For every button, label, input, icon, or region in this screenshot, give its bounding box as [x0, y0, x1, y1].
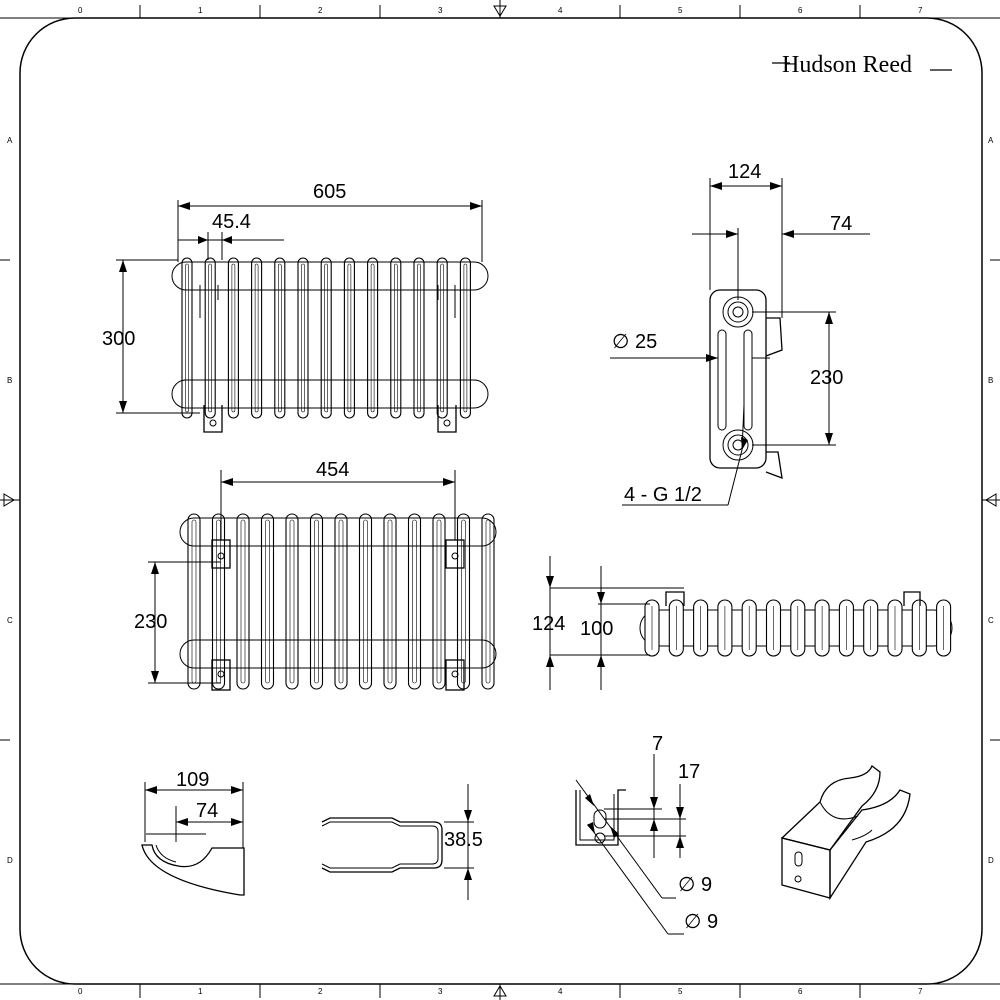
front-column [297, 257, 309, 419]
dim-bracket-depth: 109 [176, 769, 209, 791]
top-tick-3: 3 [438, 6, 443, 15]
dim-side-connections: 4 - G 1/2 [624, 484, 702, 506]
plan-column-section [693, 599, 709, 657]
bottom-tick-2: 2 [318, 987, 323, 996]
dim-front-height: 300 [102, 328, 135, 350]
top-tick-6: 6 [798, 6, 803, 15]
front-column [320, 257, 332, 419]
dim-bracket-slot-b: 17 [678, 761, 700, 783]
bottom-tick-6: 6 [798, 987, 803, 996]
bottom-tick-4: 4 [558, 987, 563, 996]
front-column [413, 257, 425, 419]
top-tick-5: 5 [678, 6, 683, 15]
plan-view: 124 100 [532, 556, 953, 690]
front-column [274, 257, 286, 419]
plan-column-section [644, 599, 660, 657]
plan-column-section [668, 599, 684, 657]
bottom-tick-3: 3 [438, 987, 443, 996]
brand-name: Hudson Reed [782, 52, 912, 78]
bracket-side-view: 109 74 [141, 769, 245, 896]
rear-column [383, 513, 397, 690]
right-tick-a: A [988, 136, 994, 145]
rear-column [285, 513, 299, 690]
rear-column [309, 513, 324, 690]
front-column [343, 257, 355, 419]
plan-column-section [790, 599, 806, 657]
dim-side-depth: 124 [728, 161, 761, 183]
brand-logo: Hudson Reed [772, 52, 952, 78]
dim-rear-centres-width: 454 [316, 459, 349, 481]
plan-column-section [814, 599, 830, 657]
front-column [436, 257, 448, 419]
bottom-tick-7: 7 [918, 987, 923, 996]
rear-column [236, 513, 250, 690]
bottom-tick-0: 0 [78, 987, 83, 996]
bracket-front-view: 7 17 ∅ 9 ∅ 9 [575, 733, 718, 935]
rear-column [334, 513, 348, 690]
rear-column [260, 513, 275, 690]
rear-column [187, 513, 201, 690]
plan-column-section [838, 599, 854, 657]
bracket-top-view: 38.5 [321, 784, 483, 900]
left-tick-c: C [7, 616, 13, 625]
rear-column [481, 513, 495, 690]
dim-bracket-hole-a: ∅ 9 [678, 874, 712, 896]
top-tick-1: 1 [198, 6, 203, 15]
left-tick-a: A [7, 136, 13, 145]
dim-side-pipe-dia: ∅ 25 [612, 331, 657, 353]
bottom-tick-5: 5 [678, 987, 683, 996]
dim-bracket-slot-a: 7 [652, 733, 663, 755]
left-tick-d: D [7, 856, 13, 865]
rear-column [358, 513, 373, 690]
front-column [204, 257, 216, 419]
top-tick-0: 0 [78, 6, 83, 15]
front-view: 605 45.4 300 [102, 181, 489, 433]
side-view: 124 74 ∅ 25 230 4 - G 1/2 [610, 161, 870, 506]
top-tick-4: 4 [558, 6, 563, 15]
dim-side-offset: 74 [830, 213, 852, 235]
plan-column-section [911, 599, 927, 657]
front-column [367, 257, 379, 419]
front-column [251, 257, 263, 419]
plan-column-section [765, 599, 782, 657]
dim-rear-centres-height: 230 [134, 611, 167, 633]
dim-plan-depth-body: 100 [580, 618, 613, 640]
dim-bracket-offset: 74 [196, 800, 218, 822]
plan-column-section [741, 599, 757, 657]
plan-column-section [887, 599, 903, 657]
dim-front-width: 605 [313, 181, 346, 203]
bottom-tick-1: 1 [198, 987, 203, 996]
dim-side-centres: 230 [810, 367, 843, 389]
rear-column [432, 513, 446, 690]
right-tick-b: B [988, 376, 993, 385]
rear-view: 454 230 [134, 459, 497, 691]
front-column [459, 257, 471, 419]
plan-column-section [936, 599, 952, 657]
right-tick-d: D [988, 856, 994, 865]
dim-bracket-hole-b: ∅ 9 [684, 911, 718, 933]
plan-column-section [717, 599, 733, 657]
bracket-isometric-view [780, 764, 911, 901]
dim-bracket-height: 38.5 [444, 829, 483, 851]
right-tick-c: C [988, 616, 994, 625]
rear-column [407, 513, 422, 690]
top-tick-7: 7 [918, 6, 923, 15]
dim-front-pitch: 45.4 [212, 211, 251, 233]
front-column [390, 257, 402, 419]
front-column [227, 257, 239, 419]
dim-plan-depth-total: 124 [532, 613, 565, 635]
top-tick-2: 2 [318, 6, 323, 15]
left-tick-b: B [7, 376, 12, 385]
plan-column-section [863, 599, 879, 657]
front-column [181, 257, 193, 419]
